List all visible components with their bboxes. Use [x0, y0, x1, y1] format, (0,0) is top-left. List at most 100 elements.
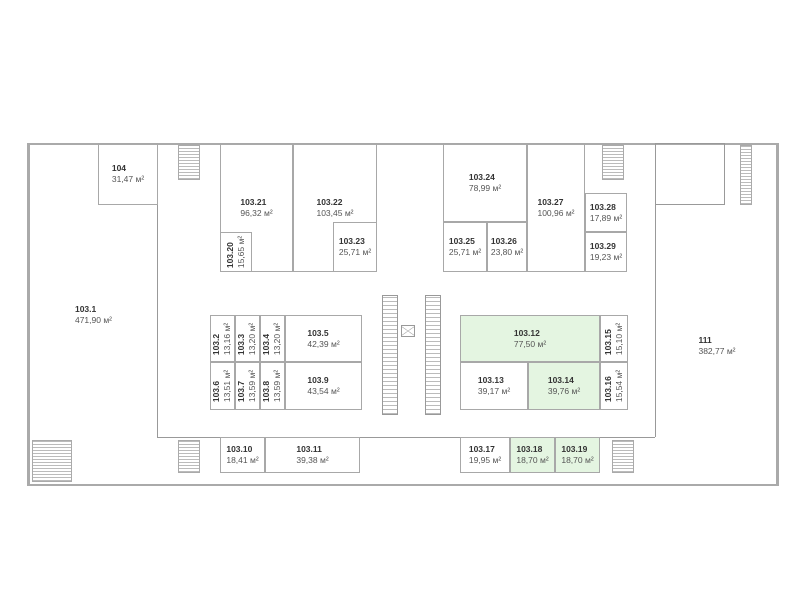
building-outline	[27, 143, 779, 486]
room-area: 382,77 м²	[698, 345, 736, 356]
escalator	[382, 295, 398, 415]
room-number: 103.9	[307, 375, 329, 385]
room-area: 13,59 м²	[272, 369, 283, 403]
room-number: 103.29	[589, 241, 616, 251]
room-number: 103.19	[561, 444, 588, 454]
room-area: 25,71 м²	[338, 247, 372, 257]
room-number: 103.28	[589, 201, 616, 212]
room-area: 17,89 м²	[589, 212, 623, 223]
room-number: 111	[698, 334, 712, 345]
wc-block	[655, 143, 725, 205]
room-number: 104	[111, 163, 127, 173]
room-number: 103.26	[490, 236, 517, 246]
escalator	[425, 295, 441, 415]
corridor-wall	[655, 205, 656, 437]
room-area: 78,99 м²	[468, 182, 502, 193]
stairs	[178, 440, 200, 473]
room-area: 42,39 м²	[307, 338, 340, 349]
room-area: 96,32 м²	[240, 207, 273, 218]
room-area: 18,70 м²	[561, 455, 594, 465]
room-number: 103.23	[338, 236, 365, 246]
room-area: 100,96 м²	[537, 207, 575, 218]
room-number: 103.18	[516, 444, 543, 454]
room-number: 103.27	[537, 196, 564, 207]
room-area: 31,47 м²	[111, 174, 145, 184]
room-number: 103.5	[307, 327, 329, 338]
stairs	[602, 145, 624, 180]
room-number: 103.2	[211, 333, 222, 355]
room-area: 19,95 м²	[468, 455, 502, 465]
room-area: 43,54 м²	[307, 386, 340, 396]
corridor-wall	[157, 437, 655, 438]
room-number: 103.25	[448, 236, 475, 246]
room-area: 103,45 м²	[316, 207, 354, 218]
room-area: 39,17 м²	[477, 386, 511, 396]
room-number: 103.17	[468, 444, 495, 454]
room-number: 103.22	[316, 196, 343, 207]
room-number: 103.21	[240, 196, 267, 207]
stairs	[740, 145, 752, 205]
room-number: 103.1	[74, 303, 97, 314]
room-number: 103.4	[261, 333, 272, 355]
room-number: 103.12	[513, 327, 540, 338]
room-area: 77,50 м²	[513, 338, 547, 349]
room-number: 103.20	[225, 242, 235, 269]
room-area: 19,23 м²	[589, 252, 623, 262]
room-area: 13,20 м²	[272, 322, 283, 355]
room-area: 471,90 м²	[74, 314, 113, 325]
room-number: 103.6	[211, 380, 222, 403]
room-area: 18,41 м²	[226, 455, 259, 465]
